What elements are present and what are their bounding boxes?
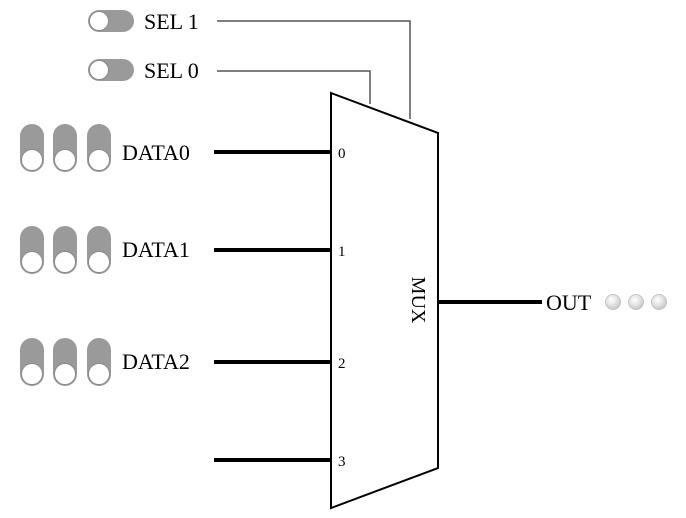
out-led-bit0: [651, 294, 667, 310]
port-3-label: 3: [338, 454, 346, 470]
out-led-bit1: [628, 294, 644, 310]
toggle-knob: [89, 11, 109, 31]
data0-bit1-switch[interactable]: [53, 124, 77, 172]
data1-bit2-switch[interactable]: [20, 226, 44, 274]
sel1-wire: [217, 20, 411, 119]
switch-knob: [54, 251, 76, 273]
toggle-knob: [89, 60, 109, 80]
data2-bit2-switch[interactable]: [20, 338, 44, 386]
sel1-label: SEL 1: [144, 9, 199, 34]
port-2-label: 2: [338, 356, 346, 372]
data0-bit0-switch[interactable]: [87, 124, 111, 172]
sel0-label: SEL 0: [144, 58, 199, 83]
sel0-wire: [217, 70, 371, 104]
out-label: OUT: [546, 290, 592, 315]
switch-knob: [88, 149, 110, 171]
data0-bit2-switch[interactable]: [20, 124, 44, 172]
switch-knob: [54, 149, 76, 171]
data1-bit1-switch[interactable]: [53, 226, 77, 274]
data1-label: DATA1: [122, 237, 190, 262]
data1-bit0-switch[interactable]: [87, 226, 111, 274]
switch-knob: [21, 363, 43, 385]
switch-knob: [88, 363, 110, 385]
data2-bit1-switch[interactable]: [53, 338, 77, 386]
data0-label: DATA0: [122, 140, 190, 165]
port-0-label: 0: [338, 146, 346, 162]
port-1-label: 1: [338, 244, 346, 260]
mux-label: MUX: [407, 277, 429, 324]
data2-bit0-switch[interactable]: [87, 338, 111, 386]
mux-body: [330, 91, 439, 510]
data2-label: DATA2: [122, 349, 190, 374]
switch-knob: [54, 363, 76, 385]
switch-knob: [21, 149, 43, 171]
sel0-toggle[interactable]: [88, 59, 134, 81]
switch-knob: [88, 251, 110, 273]
out-led-bit2: [605, 294, 621, 310]
switch-knob: [21, 251, 43, 273]
sel1-toggle[interactable]: [88, 10, 134, 32]
